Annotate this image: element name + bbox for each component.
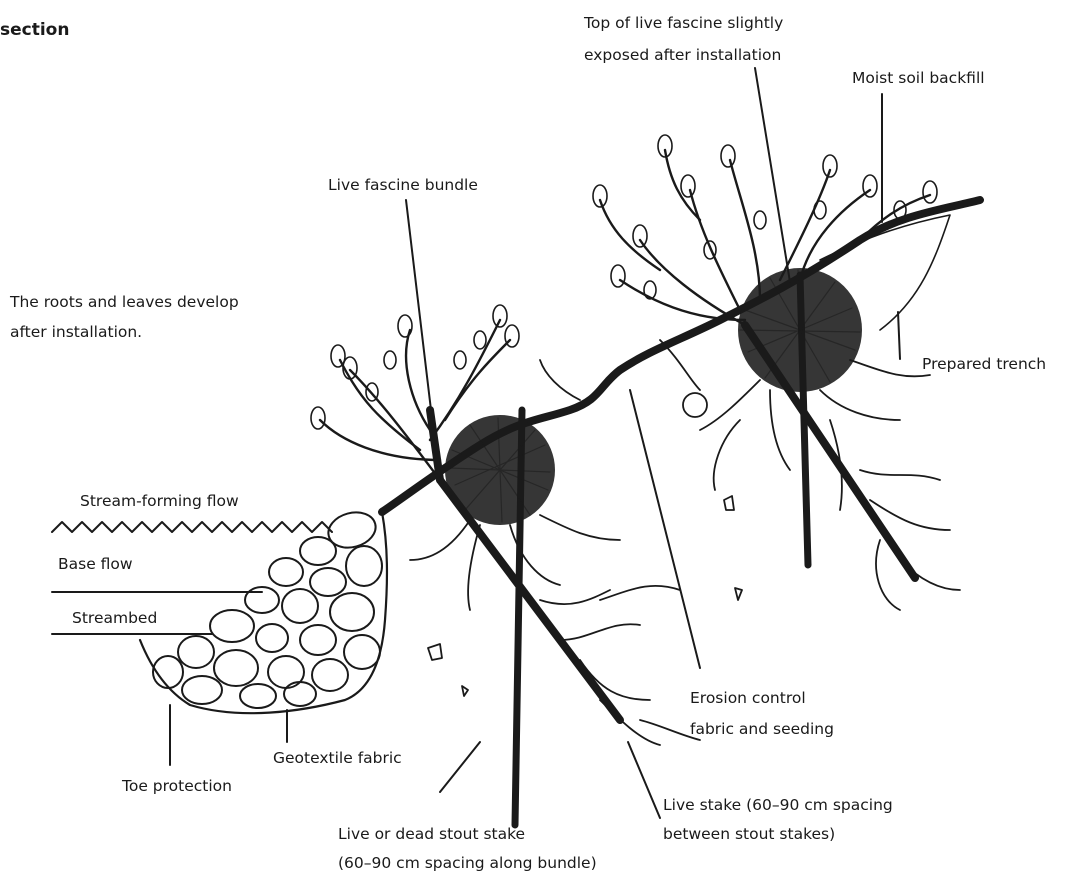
label-moist-soil: Moist soil backfill — [852, 68, 985, 88]
label-toe-protection: Toe protection — [122, 776, 232, 796]
riprap-rocks — [153, 507, 382, 708]
fascine-bundle-lower — [445, 415, 555, 525]
label-live-stake-line1: Live stake (60–90 cm spacing — [663, 795, 893, 815]
label-erosion-control-line2: fabric and seeding — [690, 719, 834, 739]
label-streambed: Streambed — [72, 608, 157, 628]
label-fascine-bundle: Live fascine bundle — [328, 175, 478, 195]
label-stream-forming-flow: Stream-forming flow — [80, 491, 239, 511]
label-stout-stake-line2: (60–90 cm spacing along bundle) — [338, 853, 597, 873]
label-stout-stake-line1: Live or dead stout stake — [338, 824, 525, 844]
diagram-title: section — [0, 20, 69, 40]
label-base-flow: Base flow — [58, 554, 133, 574]
label-top-of-fascine-line1: Top of live fascine slightly — [584, 13, 783, 33]
label-roots-leaves-line1: The roots and leaves develop — [10, 292, 239, 312]
stream-forming-flow-line — [52, 522, 332, 532]
fascine-bundle-upper — [738, 268, 862, 392]
label-top-of-fascine-line2: exposed after installation — [584, 45, 781, 65]
label-roots-leaves-line2: after installation. — [10, 322, 142, 342]
roots — [410, 340, 960, 745]
label-prepared-trench: Prepared trench — [922, 354, 1046, 374]
label-erosion-control-line1: Erosion control — [690, 688, 806, 708]
label-live-stake-line2: between stout stakes) — [663, 824, 835, 844]
label-geotextile: Geotextile fabric — [273, 748, 402, 768]
